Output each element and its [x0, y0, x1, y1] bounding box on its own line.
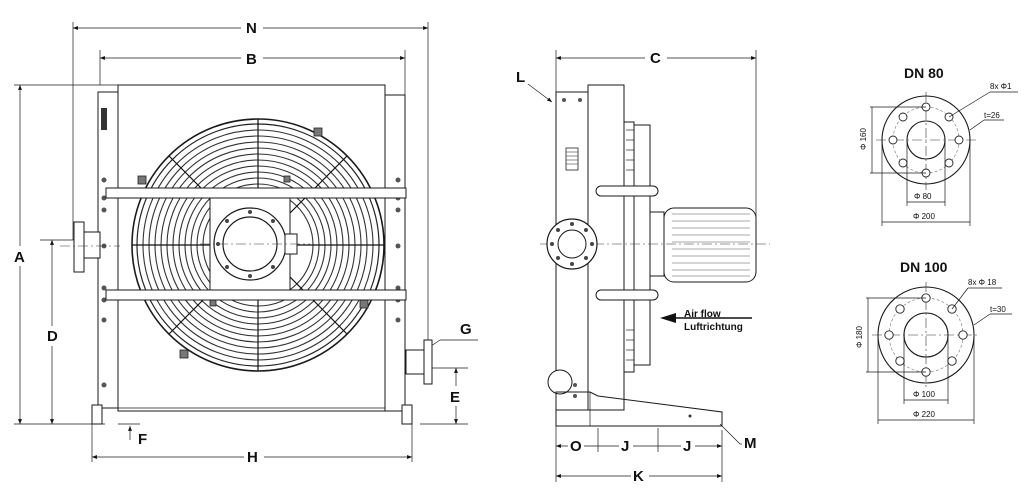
flange-dn80-thickness: t=26 — [984, 111, 1000, 120]
dim-label-G: G — [460, 321, 472, 338]
flange-dn80-holes: 8x Φ1 — [990, 82, 1012, 91]
dim-label-J2: J — [683, 438, 691, 455]
flange-dn80-title: DN 80 — [904, 65, 944, 81]
side-view: C L — [516, 48, 770, 485]
flange-dn100-thickness: t=30 — [990, 305, 1006, 314]
dim-label-F: F — [138, 431, 147, 448]
dim-label-C: C — [650, 50, 661, 67]
flange-dn100-holes: 8x Φ 18 — [968, 278, 997, 287]
dim-label-H: H — [247, 449, 258, 466]
dim-label-E: E — [450, 389, 460, 406]
dim-label-D: D — [47, 328, 58, 345]
flange-dn100-outer: Φ 220 — [913, 410, 936, 419]
airflow-label-de: Luftrichtung — [684, 322, 743, 333]
flange-dn80-bore: Φ 80 — [914, 192, 932, 201]
flange-dn80: DN 80 Φ 160 Φ 80 Φ 200 8x Φ1 t=26 — [859, 65, 1018, 226]
flange-dn80-outer: Φ 200 — [913, 212, 936, 221]
flange-dn100-pcd: Φ 180 — [855, 325, 864, 348]
dim-label-O: O — [570, 438, 582, 455]
flange-dn80-pcd: Φ 160 — [859, 127, 868, 150]
dim-label-J1: J — [621, 438, 629, 455]
dim-label-N: N — [246, 20, 257, 37]
flange-dn100-title: DN 100 — [900, 259, 948, 275]
dim-label-B: B — [246, 51, 257, 68]
dim-label-M: M — [744, 435, 757, 452]
flange-dn100-bore: Φ 100 — [913, 390, 936, 399]
dim-label-L: L — [516, 69, 525, 86]
dim-label-K: K — [633, 468, 644, 485]
airflow-label: Air flow — [684, 309, 721, 320]
dim-label-A: A — [14, 249, 25, 266]
flange-dn100: DN 100 Φ 180 Φ 100 Φ 220 8x Φ 18 t=30 — [855, 259, 1012, 424]
front-view: N B A D H F E G — [12, 18, 478, 466]
